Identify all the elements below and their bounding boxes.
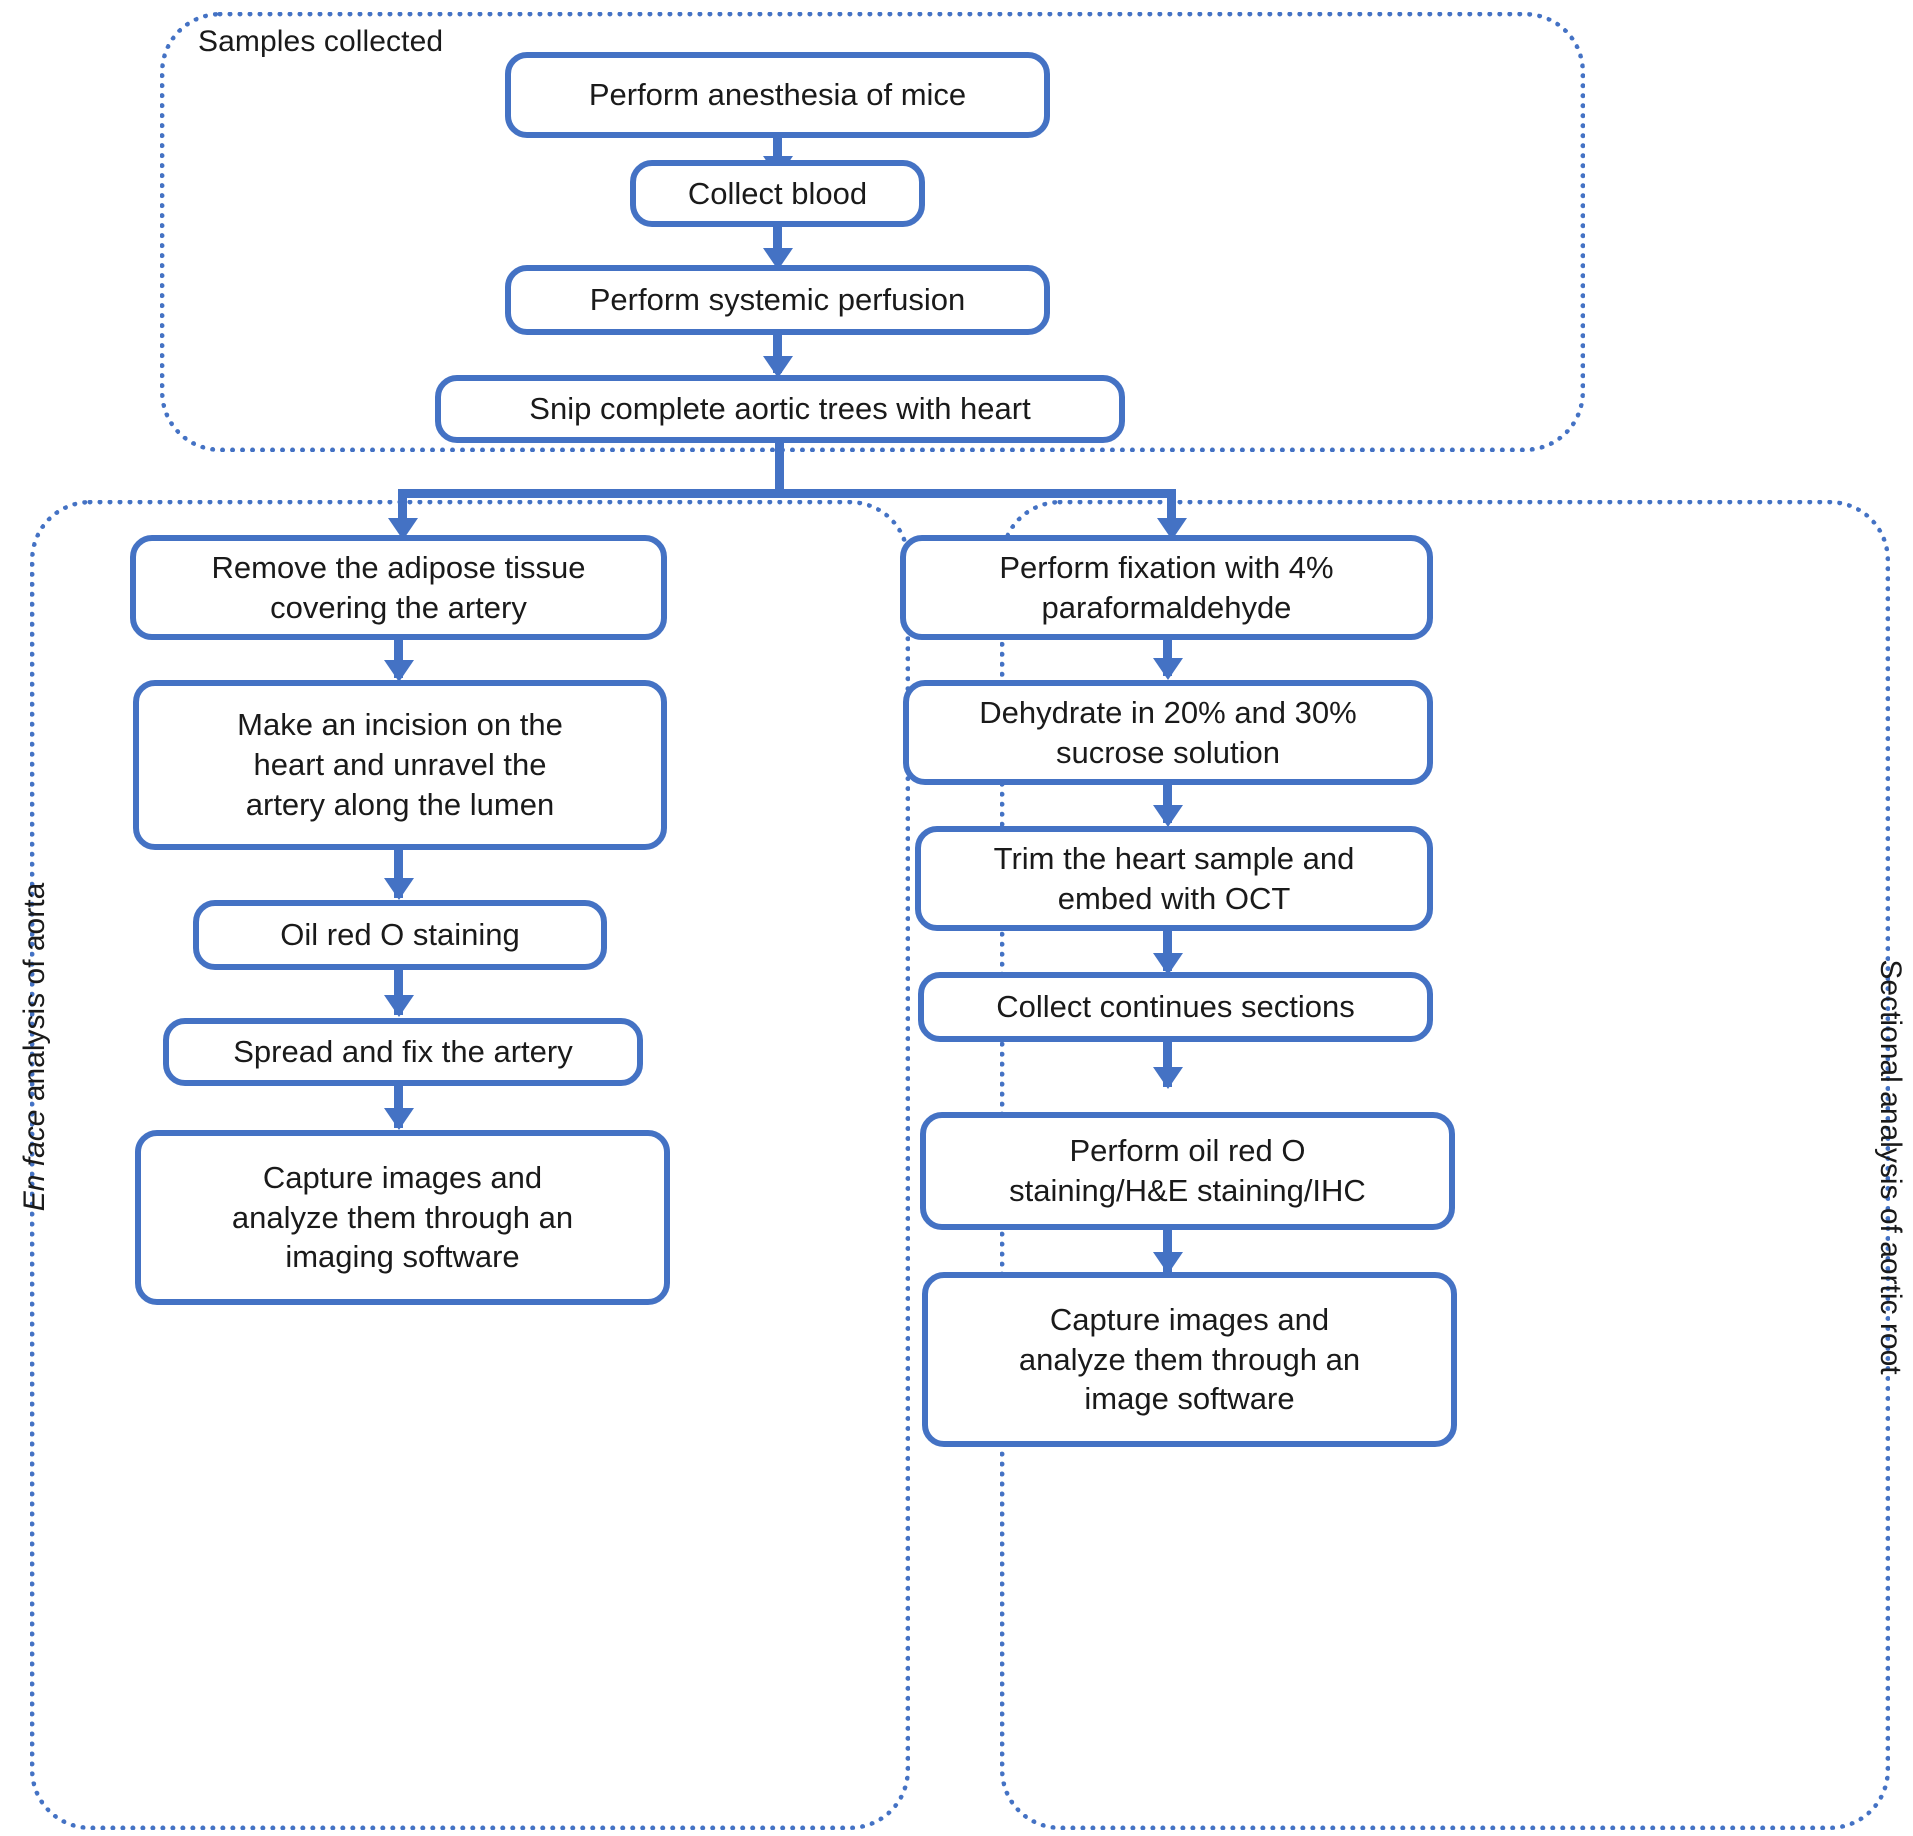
node-dehydrate-sucrose[interactable]: Dehydrate in 20% and 30% sucrose solutio… <box>903 680 1433 785</box>
group-sectional-analysis-label: Sectional analysis of aortic root <box>1874 959 1907 1375</box>
node-spread-and-fix-artery[interactable]: Spread and fix the artery <box>163 1018 643 1086</box>
node-make-incision[interactable]: Make an incision on the heart and unrave… <box>133 680 667 850</box>
node-perform-systemic-perfusion[interactable]: Perform systemic perfusion <box>505 265 1050 335</box>
node-oil-red-o-staining[interactable]: Oil red O staining <box>193 900 607 970</box>
arrowhead-adipose-to-incision <box>384 660 414 682</box>
node-perform-anesthesia[interactable]: Perform anesthesia of mice <box>505 52 1050 138</box>
arrowhead-trim-to-collect-sections <box>1153 953 1183 975</box>
connector-trim-to-collect-sections <box>1163 931 1172 971</box>
node-perform-fixation[interactable]: Perform fixation with 4% paraformaldehyd… <box>900 535 1433 640</box>
connector-perfusion-to-snip <box>773 335 782 373</box>
connector-dehydrate-to-trim <box>1163 785 1172 823</box>
connector-stain-to-capture <box>1163 1230 1172 1272</box>
arrowhead-stain-to-capture <box>1153 1252 1183 1274</box>
node-trim-and-embed[interactable]: Trim the heart sample and embed with OCT <box>915 826 1433 931</box>
connector-collect-sections-to-stain <box>1163 1042 1172 1087</box>
group-en-face-analysis <box>30 500 910 1830</box>
connector-oil-red-o-to-spread <box>394 970 403 1015</box>
connector-adipose-to-incision <box>394 640 403 678</box>
connector-split-left-branch <box>398 489 407 531</box>
group-en-face-analysis-label: En face analysis of aorta <box>18 877 52 1217</box>
arrowhead-split-left-branch <box>388 518 418 540</box>
connector-collect-blood-to-perfusion <box>773 227 782 263</box>
arrowhead-spread-to-capture <box>384 1108 414 1130</box>
arrowhead-fixation-to-dehydrate <box>1153 658 1183 680</box>
arrowhead-dehydrate-to-trim <box>1153 805 1183 827</box>
connector-spread-to-capture <box>394 1086 403 1128</box>
node-collect-continues-sections[interactable]: Collect continues sections <box>918 972 1433 1042</box>
connector-split-right-branch <box>1167 489 1176 531</box>
connector-incision-to-oil-red-o <box>394 850 403 898</box>
node-collect-blood[interactable]: Collect blood <box>630 160 925 227</box>
group-samples-collected <box>160 12 1585 452</box>
connector-split-horizontal <box>398 489 1176 498</box>
node-capture-images-sectional[interactable]: Capture images and analyze them through … <box>922 1272 1457 1447</box>
connector-snip-down-stem <box>775 443 784 493</box>
arrowhead-perfusion-to-snip <box>763 356 793 378</box>
en-face-italic-text: En face <box>18 1109 51 1212</box>
group-samples-collected-label: Samples collected <box>198 25 444 58</box>
arrowhead-collect-blood-to-perfusion <box>763 248 793 270</box>
arrowhead-collect-sections-to-stain <box>1153 1067 1183 1089</box>
node-remove-adipose-tissue[interactable]: Remove the adipose tissue covering the a… <box>130 535 667 640</box>
arrowhead-oil-red-o-to-spread <box>384 995 414 1017</box>
connector-anesthesia-to-collect-blood <box>773 138 782 164</box>
en-face-rest-text: analysis of aorta <box>18 882 51 1110</box>
arrowhead-incision-to-oil-red-o <box>384 878 414 900</box>
arrowhead-split-right-branch <box>1157 518 1187 540</box>
node-snip-aortic-trees[interactable]: Snip complete aortic trees with heart <box>435 375 1125 443</box>
node-capture-images-enface[interactable]: Capture images and analyze them through … <box>135 1130 670 1305</box>
node-perform-staining[interactable]: Perform oil red O staining/H&E staining/… <box>920 1112 1455 1230</box>
